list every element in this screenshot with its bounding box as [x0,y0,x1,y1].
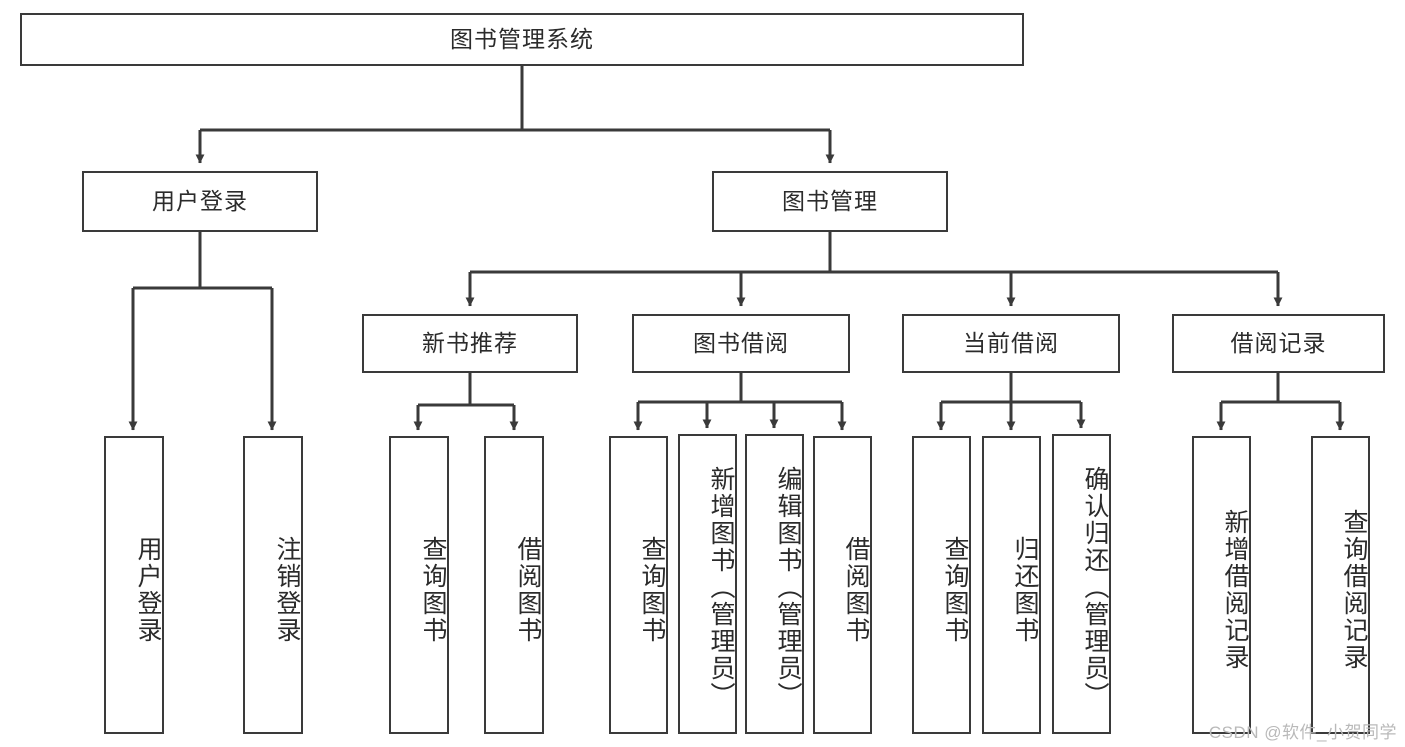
leaf-current-return-book[interactable]: 归还图书 [982,436,1041,734]
node-borrow-record[interactable]: 借阅记录 [1172,314,1385,373]
node-label: 图书管理 [782,187,878,214]
leaf-current-confirm-return-admin[interactable]: 确认归还（管理员） [1052,434,1111,734]
node-label: 借阅图书 [514,536,542,644]
leaf-record-add-borrow-record[interactable]: 新增借阅记录 [1192,436,1251,734]
node-label: 查询图书 [941,536,969,644]
node-label: 图书借阅 [693,329,789,356]
watermark-text: CSDN @软件_小贺同学 [1208,723,1397,742]
leaf-newbook-borrow-book[interactable]: 借阅图书 [484,436,544,734]
node-label: 借阅图书 [842,536,870,644]
leaf-user-login[interactable]: 用户登录 [104,436,164,734]
leaf-record-query-borrow-record[interactable]: 查询借阅记录 [1311,436,1370,734]
leaf-newbook-query-book[interactable]: 查询图书 [389,436,449,734]
leaf-borrow-query-book[interactable]: 查询图书 [609,436,668,734]
node-label: 注销登录 [273,536,301,644]
node-book-management[interactable]: 图书管理 [712,171,948,232]
node-label: 当前借阅 [963,329,1059,356]
node-label: 新增图书（管理员） [707,465,735,709]
leaf-borrow-add-book-admin[interactable]: 新增图书（管理员） [678,434,737,734]
node-label: 查询借阅记录 [1340,509,1368,671]
node-new-book-recommend[interactable]: 新书推荐 [362,314,578,373]
node-label: 查询图书 [419,536,447,644]
node-label: 归还图书 [1011,536,1039,644]
leaf-user-logout[interactable]: 注销登录 [243,436,303,734]
node-label: 用户登录 [152,187,248,214]
node-user-login[interactable]: 用户登录 [82,171,318,232]
leaf-current-query-book[interactable]: 查询图书 [912,436,971,734]
node-label: 查询图书 [638,536,666,644]
node-label: 确认归还（管理员） [1081,465,1109,709]
node-label: 借阅记录 [1230,329,1327,356]
node-label: 新增借阅记录 [1221,509,1249,671]
node-book-borrow[interactable]: 图书借阅 [632,314,850,373]
leaf-borrow-edit-book-admin[interactable]: 编辑图书（管理员） [745,434,804,734]
leaf-borrow-borrow-book[interactable]: 借阅图书 [813,436,872,734]
node-root-system[interactable]: 图书管理系统 [20,13,1024,66]
node-current-borrow[interactable]: 当前借阅 [902,314,1120,373]
node-label: 用户登录 [134,536,162,644]
node-label: 编辑图书（管理员） [774,465,802,709]
node-label: 图书管理系统 [450,25,594,52]
node-label: 新书推荐 [422,329,518,356]
